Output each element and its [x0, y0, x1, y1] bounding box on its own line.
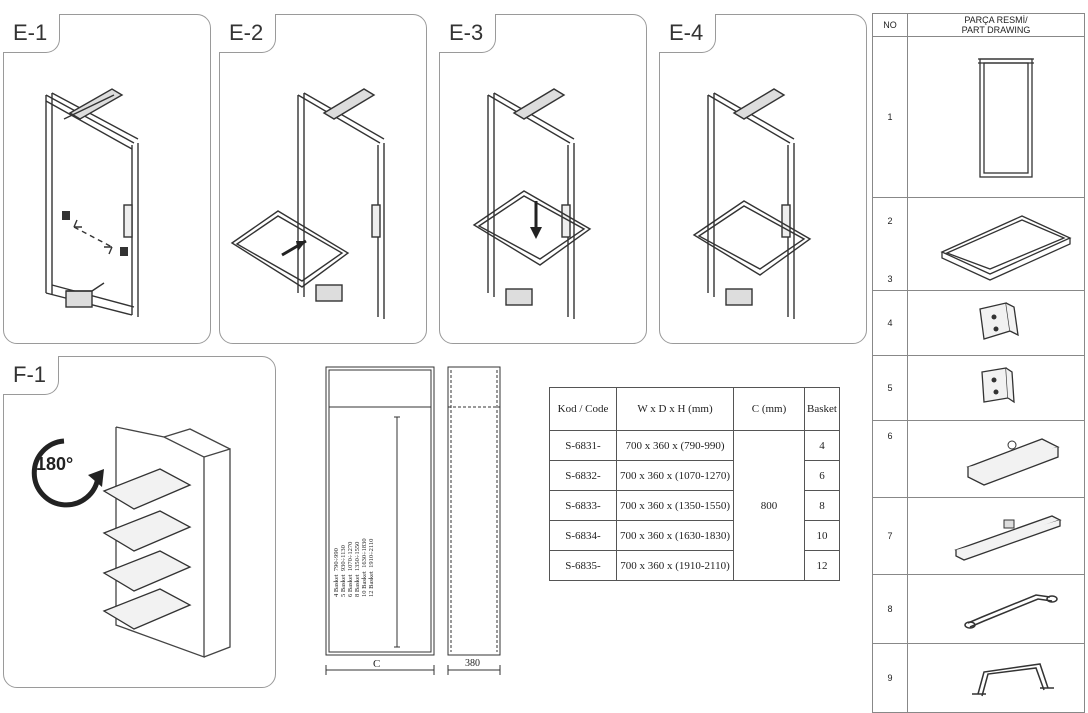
- frame-install-illustration: [45, 88, 139, 317]
- header-basket: Basket: [804, 387, 840, 431]
- rotating-cabinet-illustration: [31, 426, 231, 658]
- bracket-block-icon: [907, 355, 1085, 421]
- step-panel-e1: E-1: [3, 14, 211, 344]
- depth-label: 380: [465, 658, 480, 669]
- header-dims: W x D x H (mm): [616, 387, 734, 431]
- c-value: 800: [733, 430, 805, 581]
- parts-row: 7: [872, 497, 1085, 575]
- step-label: E-4: [659, 14, 717, 53]
- base-rail-icon: [907, 420, 1085, 498]
- step-panel-e2: E-2: [219, 14, 427, 344]
- step-label: F-1: [3, 356, 59, 395]
- bracket-block-icon: [907, 290, 1085, 356]
- assembled-unit-illustration: [692, 88, 812, 319]
- parts-row: 2 3: [872, 197, 1085, 291]
- legend-row: 10 Basket 1630÷1830: [361, 538, 368, 597]
- slide-rail-icon: [907, 497, 1085, 575]
- spec-table: Kod / Code W x D x H (mm) C (mm) Basket …: [549, 387, 840, 581]
- legend-row: 6 Basket 1070÷1270: [347, 541, 354, 597]
- step-panel-f1: F-1 180°: [3, 356, 276, 688]
- parts-row: 9: [872, 643, 1085, 713]
- parts-table: NO PARÇA RESMİ/ PART DRAWING 1 2 3 4 5 6: [872, 13, 1085, 713]
- legend-row: 12 Basket 1910÷2110: [368, 538, 375, 597]
- step-panel-e3: E-3: [439, 14, 647, 344]
- frame-icon: [907, 36, 1085, 198]
- square-handle-icon: [907, 643, 1085, 713]
- parts-row: 8: [872, 574, 1085, 644]
- step-label: E-3: [439, 14, 497, 53]
- tray-icon: [907, 197, 1085, 291]
- step-label: E-2: [219, 14, 277, 53]
- cabinet-side-drawing: 380: [445, 365, 503, 683]
- rotate-arrow-icon: [88, 469, 104, 487]
- parts-header-row: NO PARÇA RESMİ/ PART DRAWING: [872, 13, 1085, 37]
- table-row: S-6834- 700 x 360 x (1630-1830) 10: [549, 520, 840, 551]
- rotation-label: 180°: [36, 454, 74, 474]
- table-row: S-6835- 700 x 360 x (1910-2110) 12: [549, 550, 840, 581]
- tray-insert-illustration: [230, 88, 385, 319]
- parts-row: 1: [872, 36, 1085, 198]
- step-label: E-1: [3, 14, 61, 53]
- legend-row: 8 Basket 1350÷1550: [354, 541, 361, 597]
- parts-row: 5: [872, 355, 1085, 421]
- header-c: C (mm): [733, 387, 805, 431]
- parts-row: 6: [872, 420, 1085, 498]
- table-row: S-6831- 700 x 360 x (790-990) 800 4: [549, 430, 840, 581]
- cabinet-front-drawing: 4 Basket 790÷990 5 Basket 930÷1130 6 Bas…: [323, 365, 437, 683]
- table-row: S-6833- 700 x 360 x (1350-1550) 8: [549, 490, 840, 521]
- tray-lower-illustration: [472, 88, 592, 319]
- height-legend: 4 Basket 790÷990 5 Basket 930÷1130 6 Bas…: [333, 447, 375, 597]
- table-row: S-6832- 700 x 360 x (1070-1270) 6: [549, 460, 840, 491]
- parts-row: 4: [872, 290, 1085, 356]
- table-header-row: Kod / Code W x D x H (mm) C (mm) Basket: [549, 387, 840, 431]
- width-label: C: [373, 658, 381, 670]
- legend-row: 4 Basket 790÷990: [333, 548, 340, 597]
- step-panel-e4: E-4: [659, 14, 867, 344]
- legend-row: 5 Basket 930÷1130: [340, 545, 347, 597]
- header-no: NO: [872, 13, 908, 37]
- header-code: Kod / Code: [549, 387, 617, 431]
- curved-handle-icon: [907, 574, 1085, 644]
- header-drawing: PARÇA RESMİ/ PART DRAWING: [907, 13, 1085, 37]
